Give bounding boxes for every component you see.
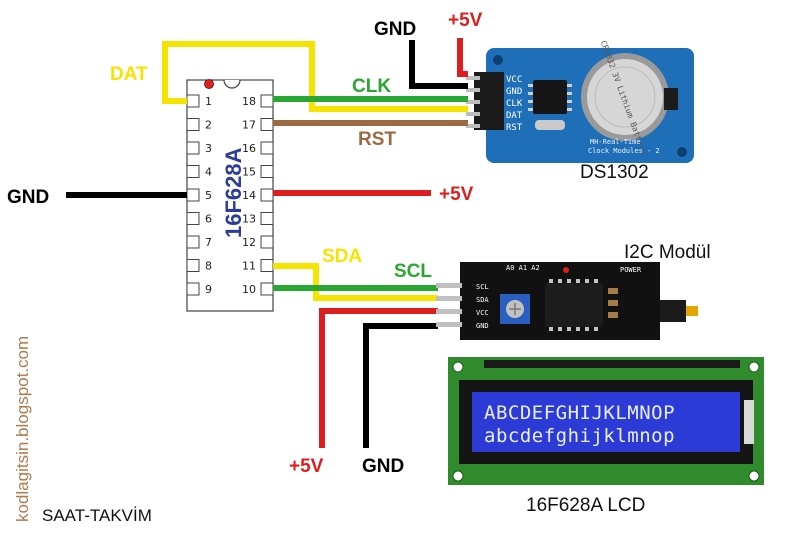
battery-clip — [664, 88, 678, 110]
ds1302-pin-label: VCC — [506, 75, 522, 85]
watermark: kodlagitsin.blogspot.com — [13, 336, 32, 522]
ds1302-pin-label: DAT — [506, 111, 523, 121]
chip-pin: 7 — [186, 235, 212, 249]
chip-pin-number: 4 — [205, 166, 212, 179]
chip-pin-number: 12 — [242, 236, 256, 249]
pin1-dot-icon — [204, 79, 214, 89]
chip-pin-number: 7 — [205, 236, 212, 249]
label-gnd-left: GND — [7, 187, 49, 208]
wire-rtc-gnd — [409, 40, 468, 89]
chip-pin: 1 — [186, 94, 212, 108]
chip-left-pins: 1 2 3 4 5 6 7 8 9 — [186, 94, 212, 296]
i2c-pin-label: SCL — [476, 283, 489, 291]
ds1302-ic — [533, 80, 567, 114]
chip-pin-number: 5 — [205, 189, 212, 202]
ds1302-pin-label: CLK — [506, 99, 523, 109]
coin-battery — [587, 59, 663, 135]
chip-pin-number: 2 — [205, 119, 212, 132]
chip-right-pins: 18 17 16 15 14 13 12 11 10 — [242, 94, 274, 296]
mount-hole-icon — [493, 55, 503, 65]
chip-pin-number: 10 — [242, 283, 256, 296]
power-led-icon — [563, 267, 569, 273]
chip-pin: 6 — [186, 212, 212, 226]
chip-pin-number: 17 — [242, 119, 256, 132]
label-clk: CLK — [352, 76, 391, 97]
chip-pin-number: 6 — [205, 213, 212, 226]
ds1302-board-text-line2: Clock Modules - 2 — [588, 147, 660, 155]
backlight-jumper — [660, 300, 686, 322]
label-rst: RST — [358, 129, 396, 150]
chip-pin-number: 3 — [205, 142, 212, 155]
chip-pin-number: 1 — [205, 95, 212, 108]
chip-pin: 15 — [242, 165, 274, 179]
label-dat: DAT — [110, 64, 148, 85]
wire-rtc-vcc — [457, 38, 468, 77]
ds1302-board-text-line1: MH-Real-Time — [590, 138, 641, 146]
ds1302-pin-label: GND — [506, 87, 522, 97]
chip-pin-number: 13 — [242, 213, 256, 226]
chip-notch — [223, 79, 241, 89]
label-vcc-bottom: +5V — [289, 456, 324, 477]
i2c-caption: I2C Modül — [624, 242, 711, 263]
crystal — [535, 120, 565, 130]
ds1302-caption: DS1302 — [580, 162, 649, 183]
chip-pin: 5 — [186, 188, 212, 202]
chip-body — [186, 79, 274, 312]
mount-hole-icon — [677, 147, 687, 157]
lcd-line-1: ABCDEFGHIJKLMNOP — [484, 402, 675, 424]
i2c-pin-label: GND — [476, 322, 489, 330]
chip-pin-number: 9 — [205, 283, 212, 296]
chip-pin-number: 15 — [242, 166, 256, 179]
chip-pin: 16 — [242, 141, 274, 155]
chip-pin: 13 — [242, 212, 274, 226]
lcd-line-2: abcdefghijklmnop — [484, 425, 675, 447]
lcd-backlight-tab — [744, 400, 754, 444]
lcd-module: ABCDEFGHIJKLMNOP abcdefghijklmnop — [448, 357, 764, 485]
chip-name: 16F628A — [221, 147, 246, 238]
ds1302-pin-label: RST — [506, 123, 523, 133]
ds1302-module: VCC GND CLK DAT RST CR2032 3V Lithium Ba… — [466, 39, 694, 163]
i2c-pin-label: VCC — [476, 309, 489, 317]
label-gnd-bottom: GND — [362, 456, 404, 477]
chip-pin-number: 14 — [242, 189, 256, 202]
i2c-power-text: POWER — [620, 266, 642, 274]
chip-pin: 2 — [186, 118, 212, 132]
chip-pin-number: 18 — [242, 95, 256, 108]
lcd-caption: 16F628A LCD — [526, 495, 645, 516]
wire-lcd-gnd — [363, 323, 438, 448]
i2c-board-text: A0 A1 A2 — [506, 264, 540, 272]
labels: DAT CLK RST GND +5V GND +5V SDA SCL +5V … — [7, 10, 711, 525]
chip-pin: 12 — [242, 235, 274, 249]
chip-pin: 9 — [186, 282, 212, 296]
label-scl: SCL — [394, 261, 432, 282]
chip-pin: 10 — [242, 282, 274, 296]
chip-pin: 14 — [242, 188, 274, 202]
chip-pin: 3 — [186, 141, 212, 155]
chip-pin-number: 11 — [242, 260, 256, 273]
i2c-module: SCL SDA VCC GND A0 A1 A2 POWER — [436, 262, 698, 340]
label-vcc-top: +5V — [448, 10, 483, 31]
pcf8574-ic — [545, 283, 603, 327]
wire-lcd-vcc — [319, 308, 438, 448]
lcd-pin-header — [484, 360, 740, 368]
chip-pin: 4 — [186, 165, 212, 179]
chip-pin-number: 8 — [205, 260, 212, 273]
wire-sda — [273, 263, 438, 301]
chip-pin-number: 16 — [242, 142, 256, 155]
wire-dat — [162, 41, 468, 112]
i2c-pin-label: SDA — [476, 296, 489, 304]
footer-title: SAAT-TAKVİM — [42, 506, 152, 525]
wires — [66, 38, 468, 448]
chip-pin: 11 — [242, 259, 274, 273]
label-sda: SDA — [322, 246, 362, 267]
lcd-screen — [472, 392, 740, 452]
chip-pin: 8 — [186, 259, 212, 273]
label-gnd-top: GND — [374, 19, 416, 40]
label-vcc-mid: +5V — [439, 184, 474, 205]
